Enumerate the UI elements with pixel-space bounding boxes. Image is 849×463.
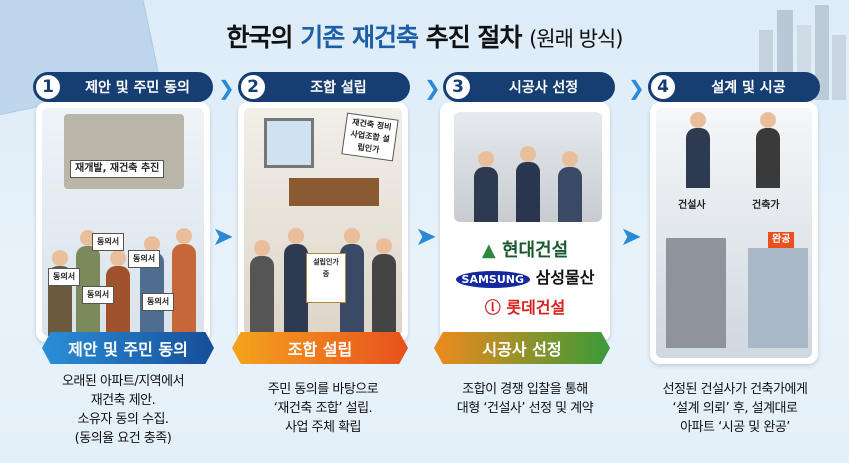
completed-badge: 완공 — [768, 232, 795, 248]
step-2-illustration: 재건축 정비사업조합 설립인가 설립인가증 — [238, 102, 408, 342]
arrow-right-icon: ➤ — [212, 222, 234, 252]
step-1-banner: 제안 및 주민 동의 — [42, 332, 214, 364]
approval-certificate: 설립인가증 — [306, 253, 346, 303]
consent-form: 동의서 — [82, 286, 115, 304]
association-approval-sign: 재건축 정비사업조합 설립인가 — [341, 112, 399, 162]
samsung-logo: SAMSUNG 삼성물산 — [446, 264, 604, 288]
hyundai-logo: ▲ 현대건설 — [481, 240, 569, 261]
chevron-right-icon: ❯ — [424, 76, 441, 100]
step-2-banner: 조합 설립 — [232, 332, 408, 364]
lotte-logo: ⓛ 롯데건설 — [484, 298, 566, 317]
bidding-meeting-scene — [454, 112, 602, 222]
consent-form: 동의서 — [48, 268, 81, 286]
completed-apartment — [748, 248, 808, 348]
step-4-illustration: 건설사 건축가 완공 — [650, 102, 818, 364]
step-1-illustration: 재개발, 재건축 추진 동의서 동의서 동의서 동의서 동의서 — [36, 102, 210, 342]
construction-site — [666, 238, 726, 348]
desk — [289, 178, 379, 206]
step-2-description: 주민 동의를 바탕으로‘재건축 조합’ 설립.사업 주체 확립 — [267, 382, 379, 435]
role-label: 건설사 — [678, 200, 706, 211]
consent-form: 동의서 — [142, 293, 175, 311]
consent-form: 동의서 — [128, 250, 161, 268]
page-title: 한국의 기존 재건축 추진 절차 (원래 방식) — [226, 23, 624, 52]
chevron-right-icon: ❯ — [628, 76, 645, 100]
redevelopment-sign: 재개발, 재건축 추진 — [70, 160, 165, 178]
arrow-right-icon: ➤ — [415, 222, 437, 252]
role-label: 건축가 — [752, 200, 780, 211]
window — [264, 118, 314, 168]
arrow-right-icon: ➤ — [620, 222, 642, 252]
consent-form: 동의서 — [92, 233, 125, 251]
step-3-banner: 시공사 선정 — [434, 332, 610, 364]
chevron-right-icon: ❯ — [218, 76, 235, 100]
step-3-illustration: ▲ 현대건설 SAMSUNG 삼성물산 ⓛ 롯데건설 — [440, 102, 610, 342]
